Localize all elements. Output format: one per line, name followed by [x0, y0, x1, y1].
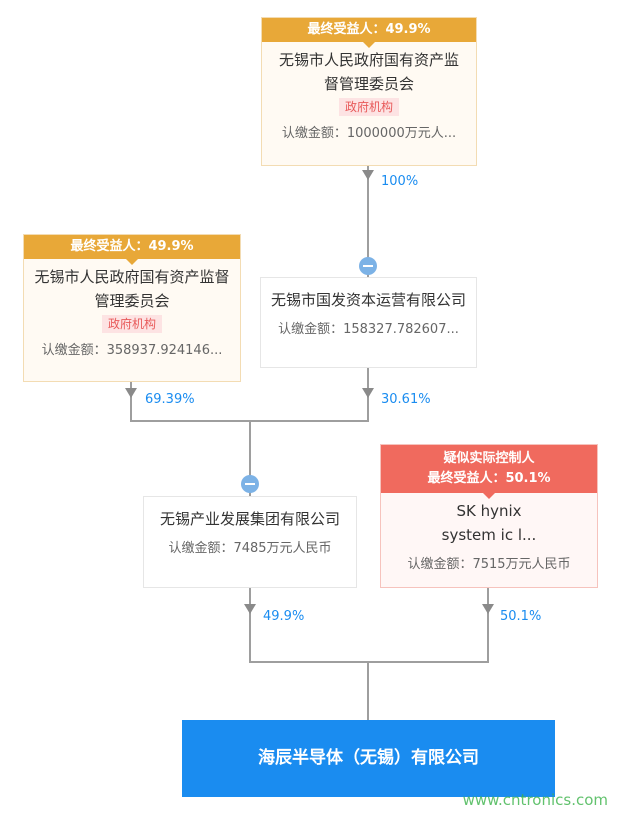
beneficiary-label: 最终受益人：50.1% [427, 471, 551, 486]
node-tag: 政府机构 [338, 98, 399, 116]
arrow-icon [244, 604, 256, 614]
edge-line [130, 382, 132, 421]
edge-line [249, 588, 251, 663]
edge-line [487, 588, 489, 663]
node-name[interactable]: 无锡市国发资本运营有限公司 [271, 291, 467, 309]
node-name[interactable]: 无锡市人民政府国有资产监督管理委员会 [278, 51, 459, 93]
node-name[interactable]: SK hynix system ic l... [441, 502, 537, 544]
node-name[interactable]: 无锡产业发展集团有限公司 [159, 510, 340, 528]
edge-percent: 69.39% [145, 392, 195, 407]
node-amount: 认缴金额：358937.924146... [41, 343, 223, 358]
arrow-icon [482, 604, 494, 614]
node-amount: 认缴金额：7485万元人民币 [168, 541, 332, 556]
edge-line [367, 661, 369, 720]
edge-percent: 49.9% [263, 609, 305, 624]
collapse-icon[interactable] [359, 257, 377, 275]
node-amount: 认缴金额：7515万元人民币 [407, 557, 571, 572]
node-sk-hynix[interactable]: 疑似实际控制人最终受益人：50.1% SK hynix system ic l.… [380, 444, 598, 588]
edge-percent: 100% [381, 174, 419, 189]
node-tag: 政府机构 [101, 315, 162, 333]
edge-line [367, 166, 369, 277]
collapse-icon[interactable] [241, 475, 259, 493]
beneficiary-header: 最终受益人：49.9% [262, 18, 476, 48]
edge-percent: 30.61% [381, 392, 431, 407]
node-left-shareholder[interactable]: 最终受益人：49.9% 无锡市人民政府国有资产监督管理委员会 政府机构 认缴金额… [23, 234, 241, 382]
edge-percent: 50.1% [500, 609, 542, 624]
edge-line [249, 420, 251, 496]
arrow-icon [362, 170, 374, 180]
controller-label: 疑似实际控制人 [443, 451, 535, 466]
beneficiary-header: 最终受益人：49.9% [24, 235, 240, 265]
target-company[interactable]: 海辰半导体（无锡）有限公司 [182, 720, 555, 797]
node-amount: 认缴金额：1000000万元人... [281, 126, 457, 141]
node-top-shareholder[interactable]: 最终受益人：49.9% 无锡市人民政府国有资产监督管理委员会 政府机构 认缴金额… [261, 17, 477, 166]
node-middle-shareholder[interactable]: 无锡市国发资本运营有限公司 认缴金额：158327.782607... [260, 277, 477, 368]
edge-line [249, 661, 489, 663]
arrow-icon [125, 388, 137, 398]
node-amount: 认缴金额：158327.782607... [278, 322, 459, 337]
node-industry-group[interactable]: 无锡产业发展集团有限公司 认缴金额：7485万元人民币 [143, 496, 357, 588]
arrow-icon [362, 388, 374, 398]
watermark: www.cntronics.com [462, 791, 608, 809]
controller-header: 疑似实际控制人最终受益人：50.1% [381, 445, 597, 499]
node-name[interactable]: 无锡市人民政府国有资产监督管理委员会 [34, 268, 230, 310]
